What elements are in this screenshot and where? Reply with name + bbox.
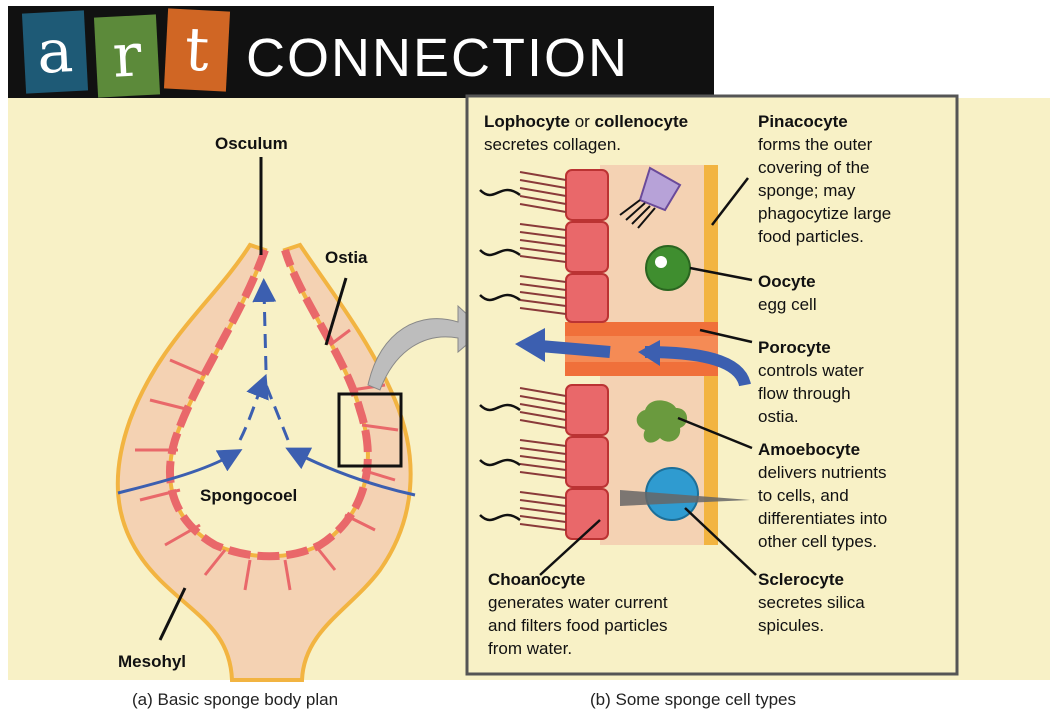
- flow-center-right: [266, 385, 288, 440]
- porocyte-label: Porocyte controls water flow through ost…: [758, 336, 864, 428]
- amoebocyte-desc-2: to cells, and: [758, 486, 849, 505]
- pinacocyte-lower: [704, 375, 718, 545]
- choanocyte-desc-3: from water.: [488, 639, 572, 658]
- choanocyte-label: Choanocyte generates water current and f…: [488, 568, 668, 660]
- porocyte-desc-1: controls water: [758, 361, 864, 380]
- oocyte-desc-1: egg cell: [758, 295, 817, 314]
- wall-lower: [600, 375, 706, 545]
- choanocyte-desc-2: and filters food particles: [488, 616, 668, 635]
- amoebocyte-desc-4: other cell types.: [758, 532, 877, 551]
- choanocyte-desc-1: generates water current: [488, 593, 668, 612]
- pinacocyte-desc-3: sponge; may: [758, 181, 855, 200]
- mesohyl-leader: [160, 588, 185, 640]
- choanocyte-name: Choanocyte: [488, 570, 585, 589]
- pinacocyte-label: Pinacocyte forms the outer covering of t…: [758, 110, 891, 248]
- amoebocyte-label: Amoebocyte delivers nutrients to cells, …: [758, 438, 887, 553]
- flow-center-left: [240, 385, 262, 440]
- sclerocyte-name: Sclerocyte: [758, 570, 844, 589]
- pinacocyte-desc-4: phagocytize large: [758, 204, 891, 223]
- sclerocyte-label: Sclerocyte secretes silica spicules.: [758, 568, 865, 637]
- amoebocyte-desc-3: differentiates into: [758, 509, 887, 528]
- pinacocyte-name: Pinacocyte: [758, 112, 848, 131]
- amoebocyte-desc-1: delivers nutrients: [758, 463, 887, 482]
- oocyte-nucleus: [655, 256, 667, 268]
- pinacocyte-desc-1: forms the outer: [758, 135, 872, 154]
- lophocyte-label: Lophocyte or collenocyte secretes collag…: [484, 110, 688, 156]
- mesohyl-label: Mesohyl: [118, 650, 186, 673]
- ostia-label: Ostia: [325, 246, 368, 269]
- lophocyte-name: Lophocyte: [484, 112, 570, 131]
- oocyte-label: Oocyte egg cell: [758, 270, 817, 316]
- pinacocyte-desc-2: covering of the: [758, 158, 870, 177]
- caption-b: (b) Some sponge cell types: [590, 690, 796, 710]
- porocyte-name: Porocyte: [758, 338, 831, 357]
- sclerocyte-desc-2: spicules.: [758, 616, 824, 635]
- amoebocyte-name: Amoebocyte: [758, 440, 860, 459]
- porocyte-desc-2: flow through: [758, 384, 851, 403]
- oocyte-cell: [646, 246, 690, 290]
- pinacocyte-desc-5: food particles.: [758, 227, 864, 246]
- sponge-body-plan: [118, 157, 484, 680]
- porocyte-desc-3: ostia.: [758, 407, 799, 426]
- porocyte-flow-arrow-out: [540, 346, 610, 352]
- pinacocyte-upper: [704, 165, 718, 323]
- flow-up: [264, 290, 266, 370]
- lophocyte-desc: secretes collagen.: [484, 135, 621, 154]
- sclerocyte-desc-1: secretes silica: [758, 593, 865, 612]
- oocyte-name: Oocyte: [758, 272, 816, 291]
- spongocoel-label: Spongocoel: [200, 484, 297, 507]
- lophocyte-or: or: [575, 112, 590, 131]
- collenocyte-name: collenocyte: [595, 112, 689, 131]
- caption-a: (a) Basic sponge body plan: [132, 690, 338, 710]
- osculum-label: Osculum: [215, 132, 288, 155]
